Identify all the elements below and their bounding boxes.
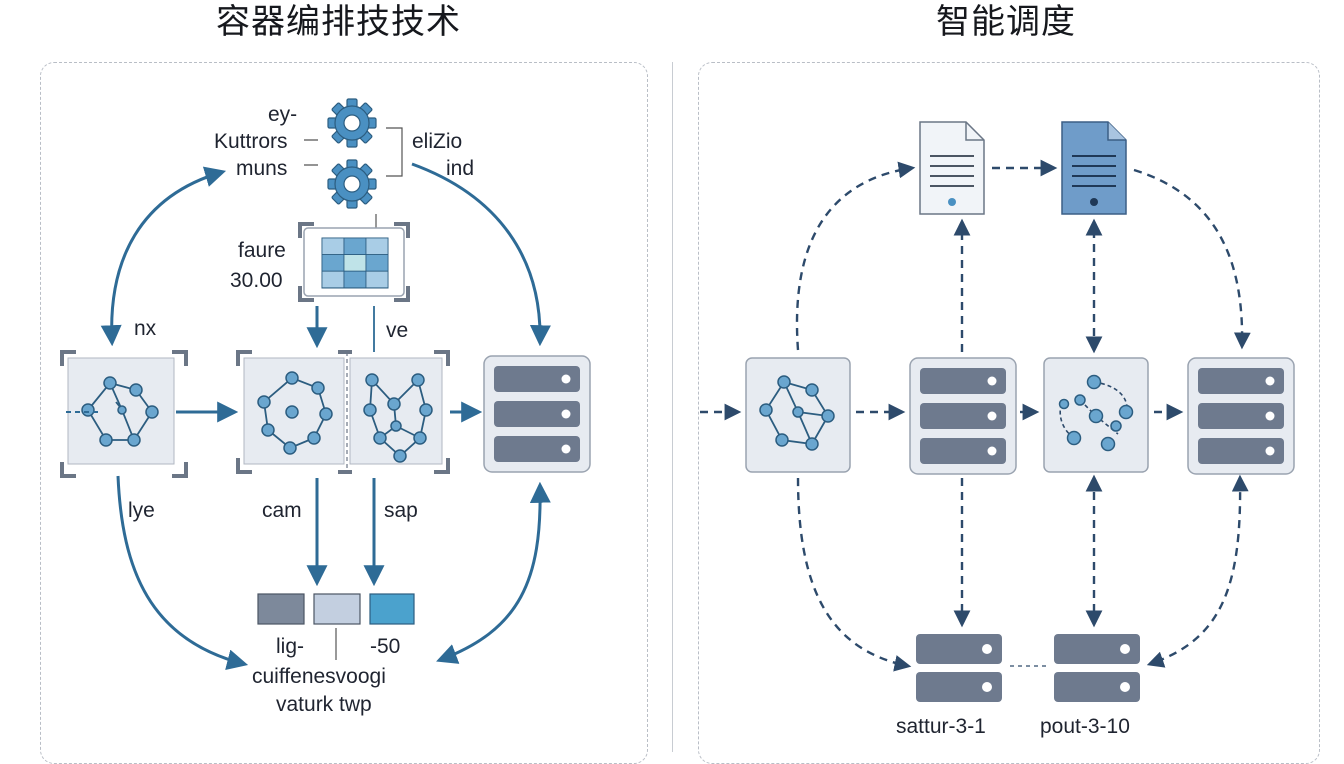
label-num: -50	[370, 635, 401, 658]
document-icon-light	[919, 121, 985, 215]
label-lig: lig-	[276, 635, 305, 658]
label-cuiffenes: cuiffenesvoogi	[252, 665, 386, 688]
gear-top-icon	[327, 98, 377, 148]
document-icon-blue	[1061, 121, 1127, 215]
server-rack-right-a	[909, 357, 1017, 475]
label-ve: ve	[386, 319, 409, 342]
label-value: 30.00	[230, 269, 283, 292]
scheduling-arrows	[700, 159, 1251, 672]
grid-table-icon	[298, 222, 410, 302]
cluster-graph-box-middle	[236, 350, 450, 474]
label-pout: pout-3-10	[1040, 715, 1130, 738]
label-ey: ey-	[268, 103, 298, 126]
left-panel-title: 容器编排技技术	[216, 2, 461, 42]
server-rack-right-b	[1187, 357, 1295, 475]
label-nx: nx	[134, 317, 157, 340]
label-cam: cam	[262, 499, 302, 522]
label-faure: faure	[238, 239, 286, 262]
cluster-graph-box-right-b	[1043, 357, 1149, 473]
cluster-graph-box-left	[60, 350, 188, 478]
label-sattur: sattur-3-1	[896, 715, 986, 738]
label-kuttrors: Kuttrors	[214, 130, 288, 153]
label-sap: sap	[384, 499, 418, 522]
color-swatches	[257, 593, 415, 660]
label-muns: muns	[236, 157, 288, 180]
cluster-graph-box-right-a	[745, 357, 851, 473]
label-vaturk: vaturk twp	[276, 693, 372, 716]
gear-bottom-icon	[327, 159, 377, 209]
panel-divider	[672, 62, 673, 752]
label-ind: ind	[446, 157, 475, 180]
label-lye: lye	[128, 499, 155, 522]
server-sattur	[916, 634, 1002, 702]
server-rack-left-panel	[483, 355, 591, 473]
server-pout	[1054, 634, 1140, 702]
right-panel-title: 智能调度	[936, 2, 1076, 42]
label-elizio: eliZio	[412, 130, 463, 153]
orchestration-arrows	[66, 162, 551, 671]
